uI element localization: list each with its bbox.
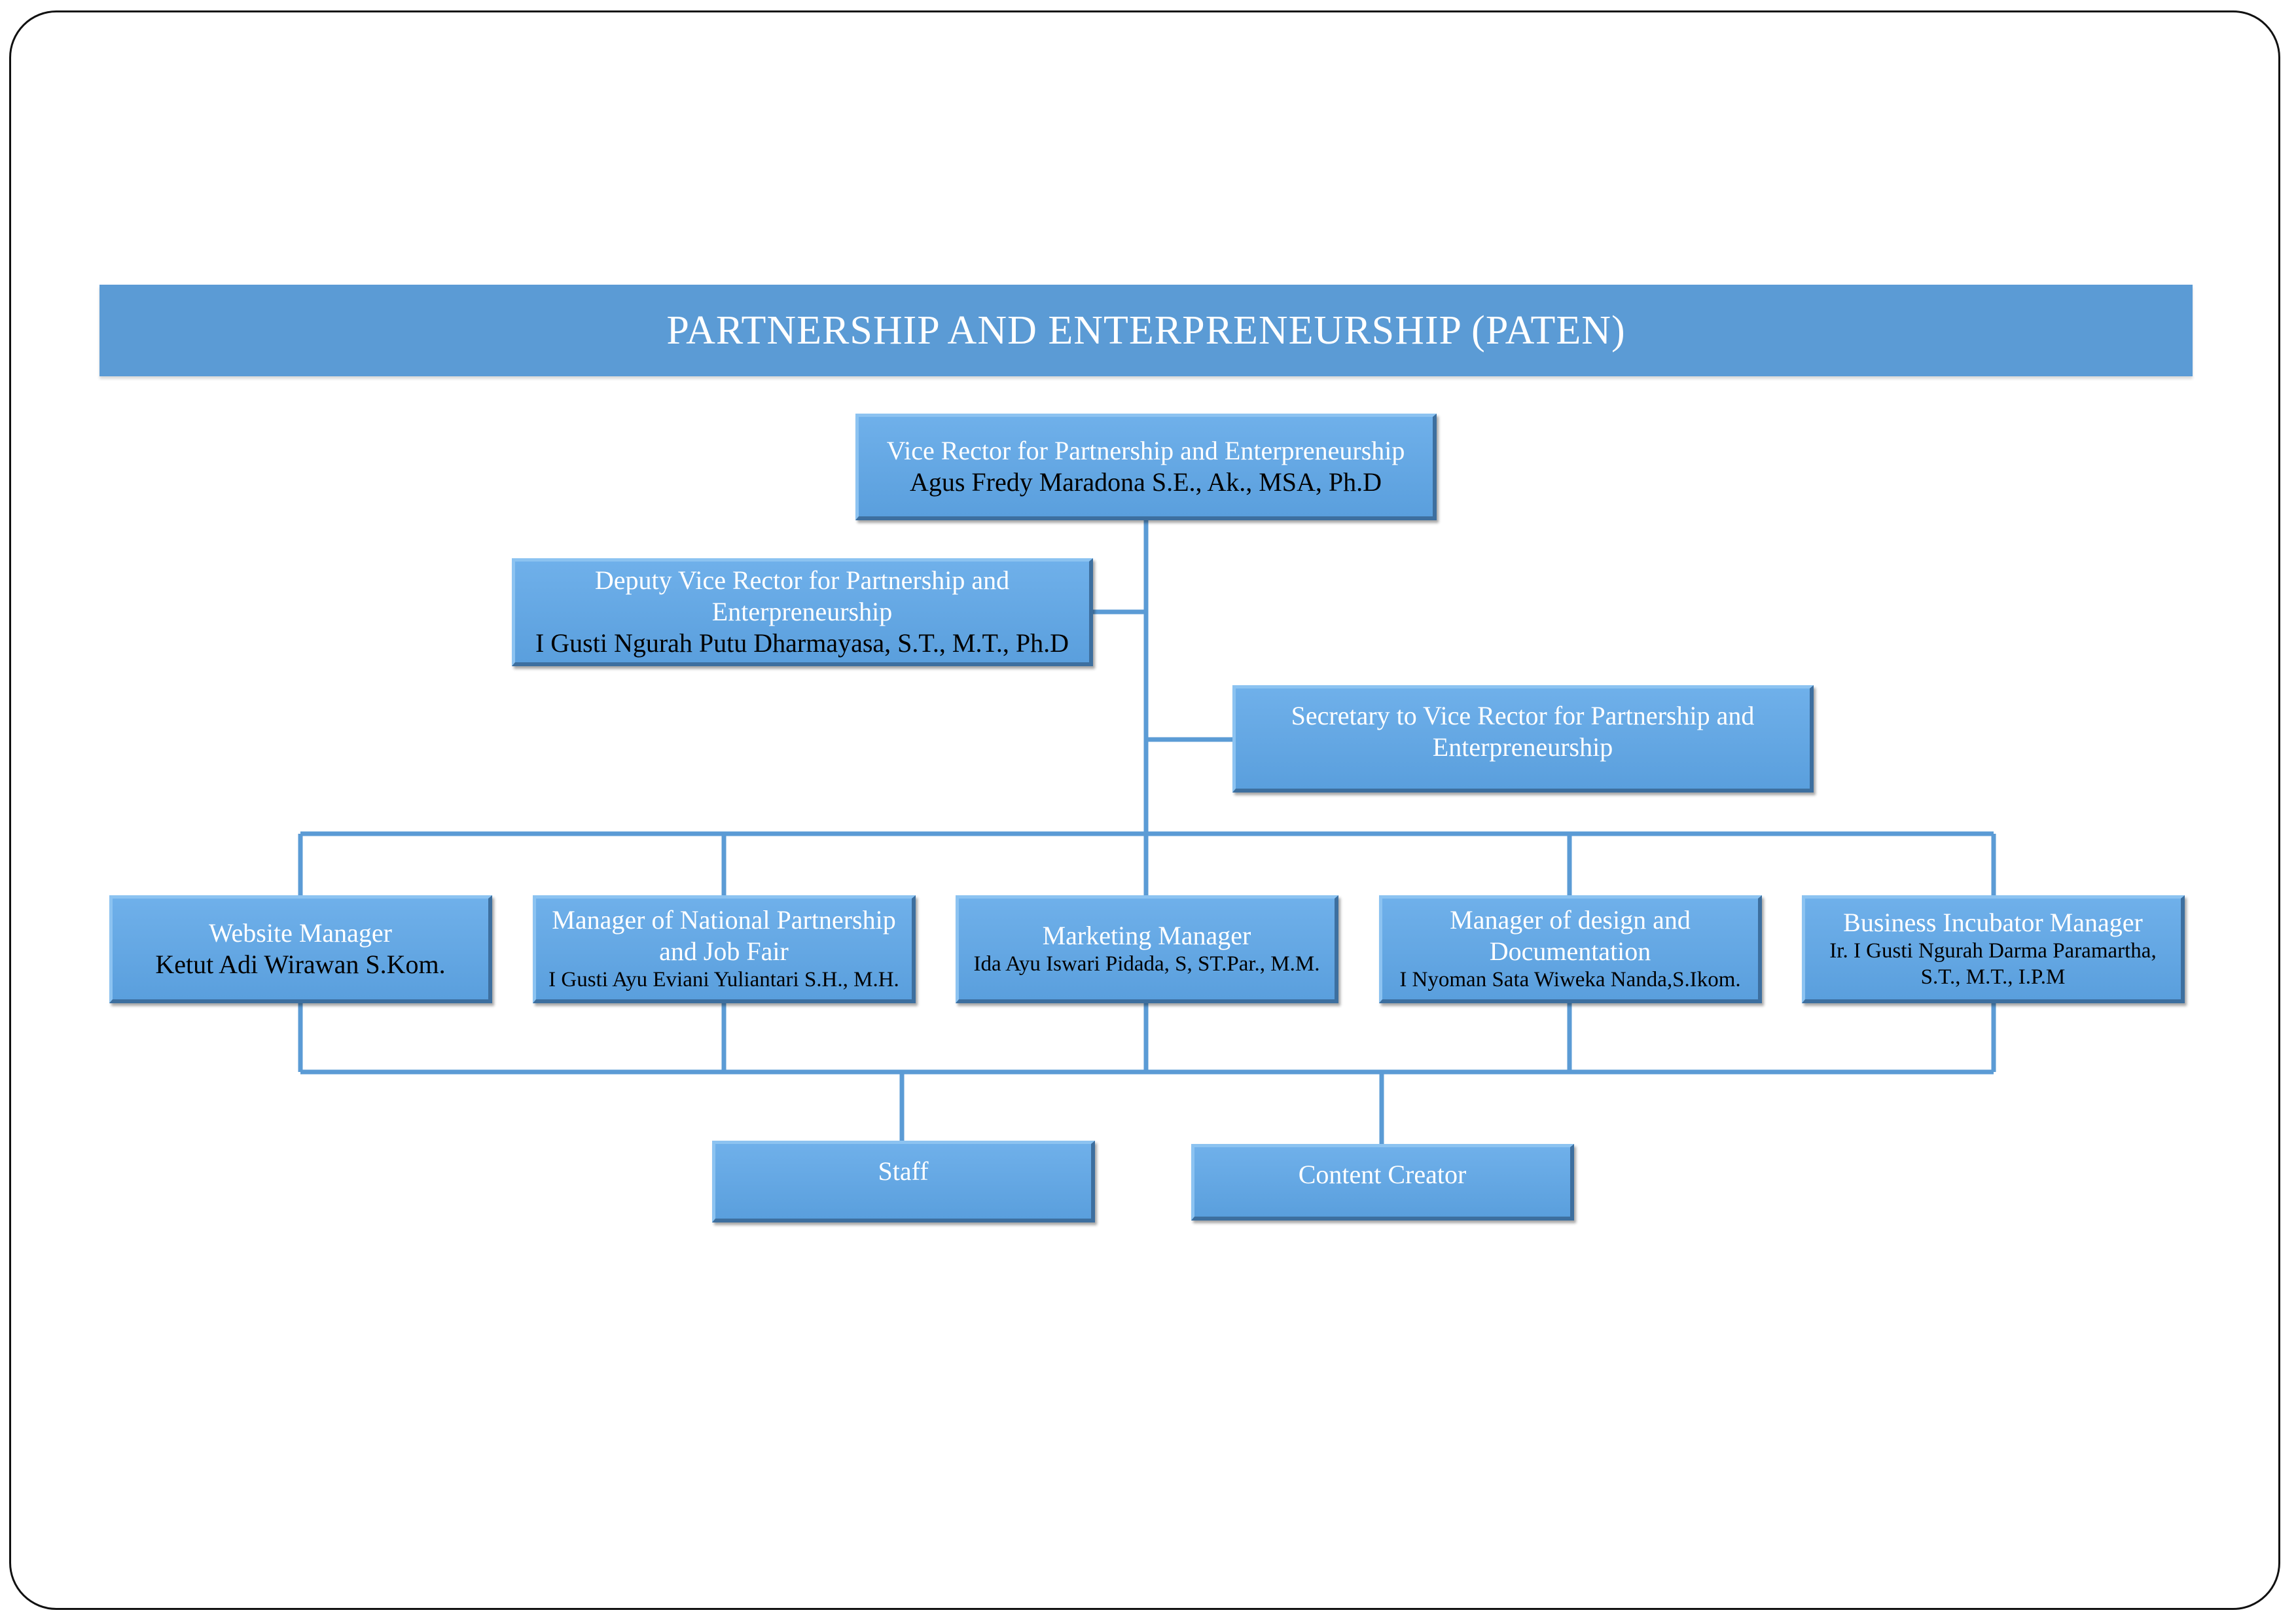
national-partnership-title-line2: and Job Fair	[659, 936, 789, 967]
content-creator-title: Content Creator	[1298, 1160, 1467, 1189]
marketing-manager-name: Ida Ayu Iswari Pidada, S, ST.Par., M.M.	[973, 952, 1320, 976]
design-manager-title-line1: Manager of design and	[1450, 905, 1691, 935]
website-manager-box: Website Manager Ketut Adi Wirawan S.Kom.	[109, 895, 492, 1003]
deputy-name: I Gusti Ngurah Putu Dharmayasa, S.T., M.…	[535, 628, 1069, 658]
secretary-title-line1: Secretary to Vice Rector for Partnership…	[1291, 701, 1755, 730]
national-partnership-manager-box: Manager of National Partnership and Job …	[533, 895, 916, 1003]
design-manager-name: I Nyoman Sata Wiweka Nanda,S.Ikom.	[1399, 968, 1741, 992]
website-manager-title: Website Manager	[209, 918, 392, 948]
staff-box: Staff	[712, 1141, 1095, 1222]
page-title: PARTNERSHIP AND ENTERPRENEURSHIP (PATEN)	[99, 285, 2193, 376]
website-manager-name: Ketut Adi Wirawan S.Kom.	[155, 950, 446, 979]
slide-frame	[9, 10, 2280, 1610]
vice-rector-title: Vice Rector for Partnership and Enterpre…	[886, 436, 1405, 465]
business-incubator-manager-box: Business Incubator Manager Ir. I Gusti N…	[1802, 895, 2185, 1003]
secretary-box: Secretary to Vice Rector for Partnership…	[1232, 685, 1814, 793]
incubator-manager-name-line2: S.T., M.T., I.P.M	[1920, 965, 2066, 989]
deputy-title-line2: Enterpreneurship	[711, 597, 893, 626]
incubator-manager-title: Business Incubator Manager	[1843, 908, 2143, 938]
design-manager-title-line2: Documentation	[1489, 936, 1651, 967]
marketing-manager-box: Marketing Manager Ida Ayu Iswari Pidada,…	[956, 895, 1338, 1003]
secretary-title-line2: Enterpreneurship	[1432, 732, 1613, 762]
staff-title: Staff	[878, 1156, 929, 1186]
design-documentation-manager-box: Manager of design and Documentation I Ny…	[1379, 895, 1762, 1003]
national-partnership-name: I Gusti Ayu Eviani Yuliantari S.H., M.H.	[548, 968, 899, 992]
national-partnership-title-line1: Manager of National Partnership	[552, 905, 896, 935]
incubator-manager-name-line1: Ir. I Gusti Ngurah Darma Paramartha,	[1829, 939, 2157, 963]
deputy-vice-rector-box: Deputy Vice Rector for Partnership and E…	[512, 558, 1093, 666]
vice-rector-box: Vice Rector for Partnership and Enterpre…	[855, 414, 1437, 520]
deputy-title-line1: Deputy Vice Rector for Partnership and	[594, 565, 1010, 595]
content-creator-box: Content Creator	[1191, 1144, 1574, 1221]
marketing-manager-title: Marketing Manager	[1042, 921, 1251, 951]
vice-rector-name: Agus Fredy Maradona S.E., Ak., MSA, Ph.D	[909, 467, 1382, 497]
